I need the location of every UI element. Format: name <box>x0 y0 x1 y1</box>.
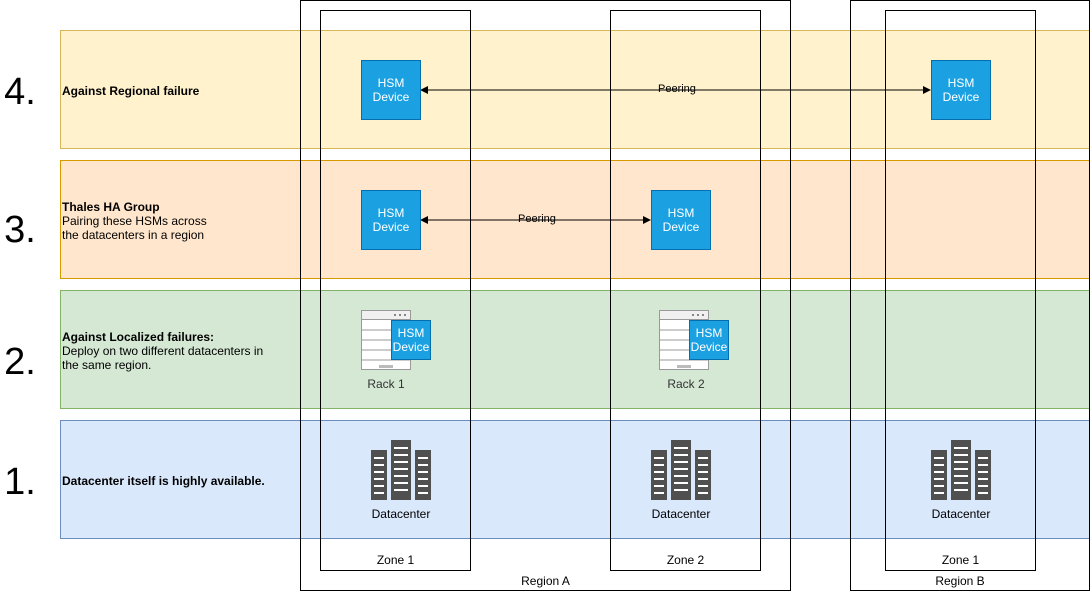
hsm-line-1: HSM <box>667 206 695 220</box>
band-3-line-1: Pairing these HSMs across <box>62 214 207 228</box>
hsm-line-1: HSM <box>947 76 975 90</box>
zone-a2-frame <box>610 10 761 571</box>
band-number-4: 4. <box>4 71 36 113</box>
band-3-title: Thales HA Group <box>62 200 160 214</box>
datacenter-label-b1: Datacenter <box>931 507 991 521</box>
hsm-line-1: HSM <box>695 326 723 340</box>
band-3-line-2: the datacenters in a region <box>62 228 205 242</box>
band-number-3: 3. <box>4 209 36 251</box>
band-datacenter-ha <box>60 420 1090 539</box>
rack-1-label: Rack 1 <box>367 377 405 391</box>
hsm-line-2: Device <box>662 220 700 234</box>
band-number-1: 1. <box>4 461 36 503</box>
hsm-line-1: HSM <box>397 326 425 340</box>
hsm-line-2: Device <box>372 90 410 104</box>
hsm-line-2: Device <box>942 90 980 104</box>
hsm-line-2: Device <box>372 220 410 234</box>
band-1-text: Datacenter itself is highly available. <box>62 474 265 488</box>
peering-label-regional: Peering <box>658 83 696 95</box>
region-a-label: Region A <box>521 574 570 588</box>
datacenter-icon <box>931 440 991 500</box>
region-b-label: Region B <box>935 574 985 588</box>
datacenter-icon <box>651 440 711 500</box>
band-4-text: Against Regional failure <box>62 84 199 98</box>
hsm-line-1: HSM <box>377 76 405 90</box>
zone-a1-frame <box>320 10 471 571</box>
datacenter-label-a2: Datacenter <box>651 507 711 521</box>
hsm-line-1: HSM <box>377 206 405 220</box>
datacenter-icon <box>371 440 431 500</box>
zone-a2-label: Zone 2 <box>666 553 705 567</box>
band-2-text: Against Localized failures: Deploy on tw… <box>62 330 263 372</box>
zone-b1-label: Zone 1 <box>941 553 980 567</box>
band-2-title: Against Localized failures: <box>62 330 215 344</box>
zone-a1-label: Zone 1 <box>376 553 415 567</box>
band-localized-failures <box>60 290 1090 409</box>
band-1-title: Datacenter itself is highly available. <box>62 474 265 488</box>
zone-b1-frame <box>885 10 1036 571</box>
rack-2-label: Rack 2 <box>667 377 705 391</box>
peering-label-zonal: Peering <box>518 213 556 225</box>
datacenter-label-a1: Datacenter <box>371 507 431 521</box>
hsm-line-2: Device <box>690 340 728 354</box>
band-2-line-2: the same region. <box>62 358 152 372</box>
band-2-line-1: Deploy on two different datacenters in <box>62 344 264 358</box>
band-3-text: Thales HA Group Pairing these HSMs acros… <box>62 200 207 242</box>
band-number-2: 2. <box>4 341 36 383</box>
band-4-title: Against Regional failure <box>62 84 200 98</box>
hsm-line-2: Device <box>392 340 430 354</box>
